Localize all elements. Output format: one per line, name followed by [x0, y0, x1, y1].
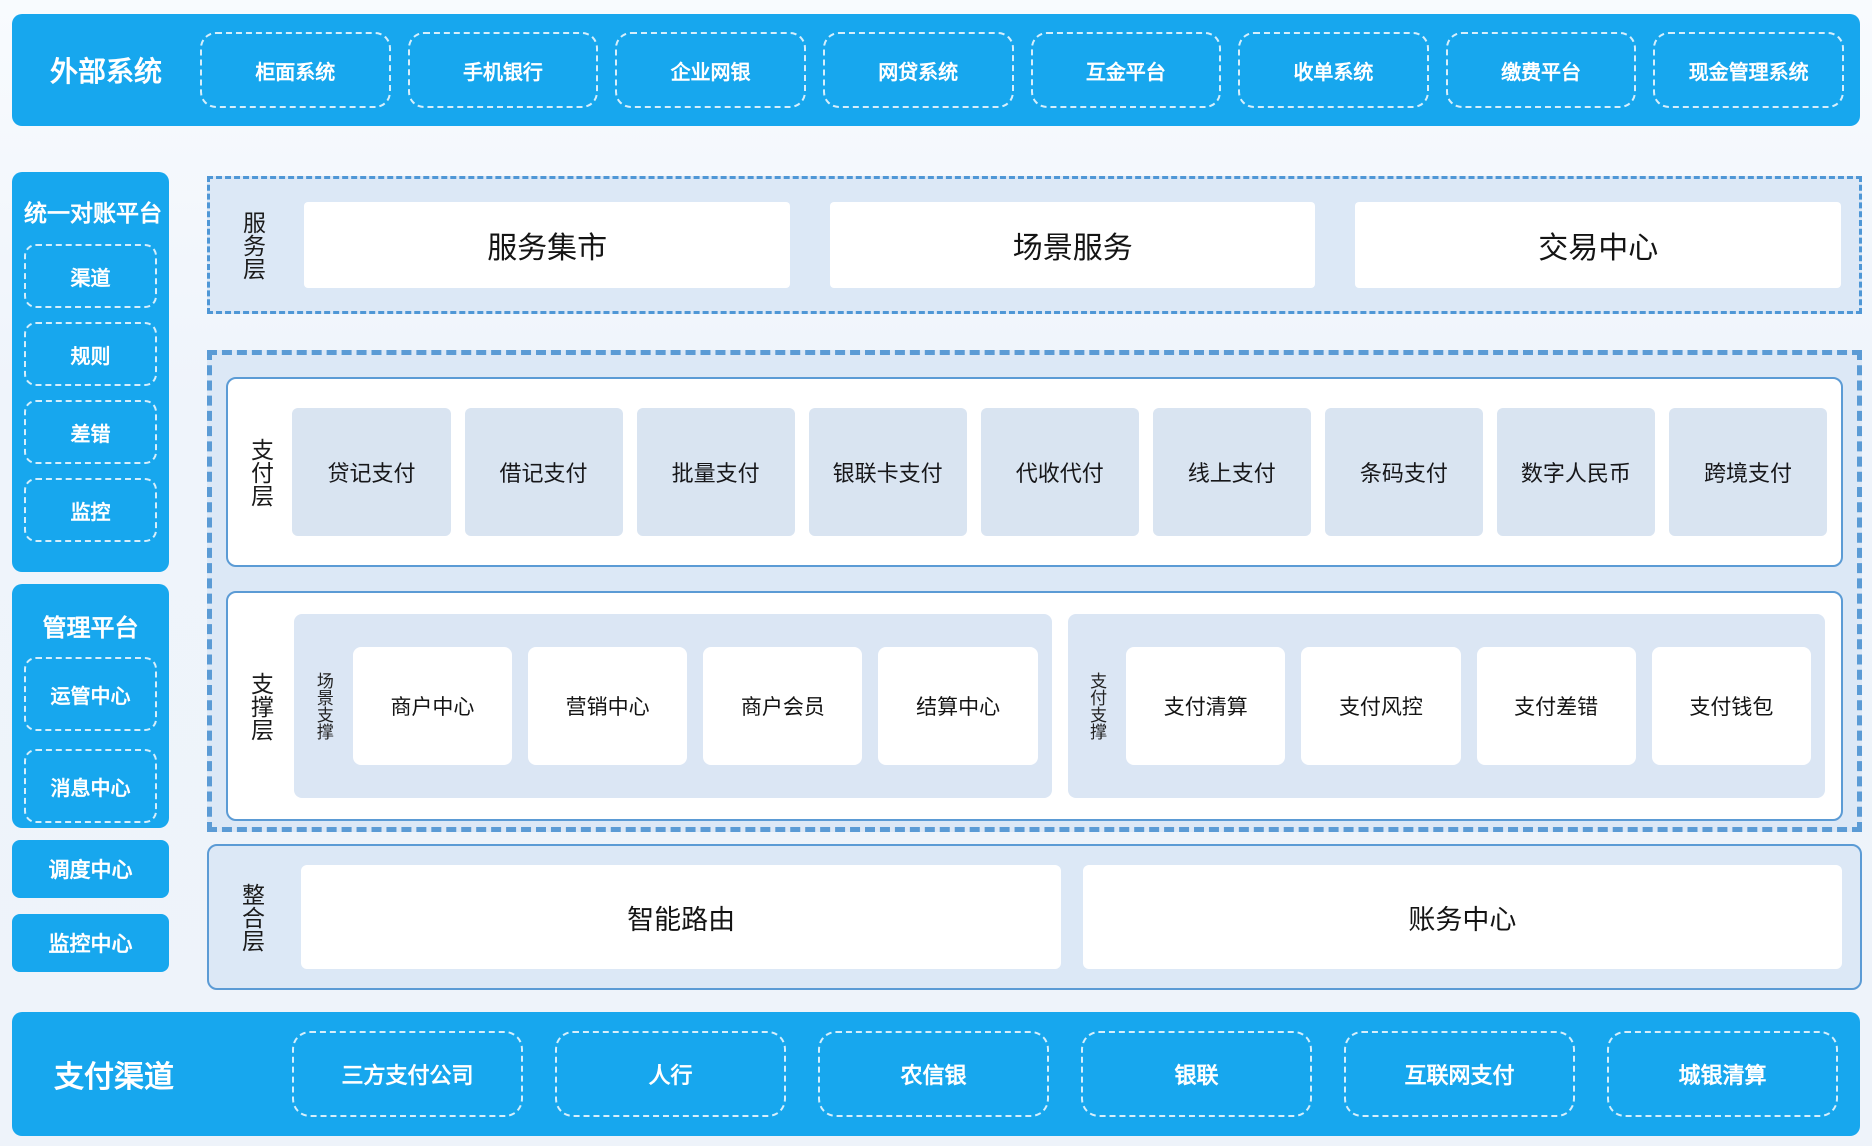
- external-system-item: 网贷系统: [822, 32, 1014, 108]
- management-items: 运管中心消息中心: [24, 657, 157, 823]
- payment-layer-items: 贷记支付借记支付批量支付银联卡支付代收代付线上支付条码支付数字人民币跨境支付: [292, 408, 1827, 536]
- payment-channel-item: 银联: [1081, 1031, 1312, 1117]
- integration-layer-label: 整合层: [237, 882, 264, 952]
- payment-support-item: 支付风控: [1301, 647, 1461, 765]
- dispatch-center-block: 调度中心: [12, 840, 169, 898]
- external-system-item: 互金平台: [1030, 32, 1222, 108]
- reconciliation-items: 渠道规则差错监控: [24, 244, 157, 542]
- external-system-item: 缴费平台: [1445, 32, 1637, 108]
- payment-support-item: 支付钱包: [1651, 647, 1811, 765]
- management-item: 消息中心: [24, 749, 157, 823]
- management-platform-block: 管理平台 运管中心消息中心: [12, 584, 169, 828]
- integration-layer-items: 智能路由账务中心: [301, 865, 1842, 969]
- core-container: 支付层 贷记支付借记支付批量支付银联卡支付代收代付线上支付条码支付数字人民币跨境…: [207, 350, 1862, 832]
- scene-support-item: 商户会员: [703, 647, 863, 765]
- payment-support-item: 支付差错: [1476, 647, 1636, 765]
- payment-layer-item: 条码支付: [1324, 408, 1483, 536]
- payment-channels-title: 支付渠道: [54, 1060, 174, 1095]
- external-systems-bar: 外部系统 柜面系统手机银行企业网银网贷系统互金平台收单系统缴费平台现金管理系统: [12, 14, 1860, 126]
- external-system-item: 收单系统: [1238, 32, 1429, 108]
- payment-channels-list: 三方支付公司人行农信银银联互联网支付城银清算: [292, 1031, 1838, 1117]
- payment-support-label: 支付支撑: [1086, 672, 1107, 740]
- support-layer-label: 支撑层: [246, 671, 273, 741]
- monitor-center-block: 监控中心: [12, 914, 169, 972]
- sidebar: 统一对账平台 渠道规则差错监控 管理平台 运管中心消息中心 调度中心 监控中心: [12, 172, 169, 972]
- external-systems-title: 外部系统: [50, 55, 163, 88]
- reconciliation-platform-block: 统一对账平台 渠道规则差错监控: [12, 172, 169, 572]
- payment-layer-item: 数字人民币: [1496, 408, 1655, 536]
- scene-support-items: 商户中心营销中心商户会员结算中心: [352, 647, 1038, 765]
- external-system-item: 企业网银: [615, 32, 806, 108]
- payment-layer-item: 贷记支付: [292, 408, 451, 536]
- payment-layer-item: 批量支付: [636, 408, 795, 536]
- external-system-item: 柜面系统: [200, 32, 391, 108]
- reconciliation-platform-title: 统一对账平台: [24, 201, 162, 227]
- payment-channel-item: 城银清算: [1607, 1031, 1838, 1117]
- scene-support-item: 结算中心: [878, 647, 1038, 765]
- service-layer-item: 交易中心: [1355, 202, 1841, 288]
- service-layer-item: 场景服务: [829, 202, 1316, 288]
- integration-layer-item: 智能路由: [301, 865, 1061, 969]
- external-system-item: 手机银行: [407, 32, 599, 108]
- payment-channel-item: 三方支付公司: [292, 1031, 523, 1117]
- reconciliation-item: 监控: [24, 478, 157, 542]
- reconciliation-item: 规则: [24, 322, 157, 386]
- payment-layer-item: 借记支付: [464, 408, 623, 536]
- integration-layer-item: 账务中心: [1082, 865, 1842, 969]
- scene-support-item: 营销中心: [528, 647, 688, 765]
- external-system-item: 现金管理系统: [1653, 32, 1844, 108]
- management-platform-title: 管理平台: [42, 614, 139, 642]
- support-layer: 支撑层 场景支撑 商户中心营销中心商户会员结算中心 支付支撑 支付清算支付风控支…: [226, 591, 1843, 821]
- payment-support-item: 支付清算: [1126, 647, 1286, 765]
- external-systems-list: 柜面系统手机银行企业网银网贷系统互金平台收单系统缴费平台现金管理系统: [200, 32, 1844, 108]
- service-layer: 服务层 服务集市场景服务交易中心: [207, 176, 1862, 314]
- payment-layer-label: 支付层: [246, 437, 273, 507]
- payment-layer-item: 线上支付: [1152, 408, 1311, 536]
- payment-channel-item: 互联网支付: [1344, 1031, 1575, 1117]
- payment-channel-item: 农信银: [818, 1031, 1049, 1117]
- management-item: 运管中心: [24, 657, 157, 731]
- reconciliation-item: 差错: [24, 400, 157, 464]
- main-layers: 服务层 服务集市场景服务交易中心 支付层 贷记支付借记支付批量支付银联卡支付代收…: [207, 176, 1862, 990]
- service-layer-label: 服务层: [238, 210, 265, 280]
- integration-layer: 整合层 智能路由账务中心: [207, 844, 1862, 990]
- payment-layer-item: 跨境支付: [1668, 408, 1827, 536]
- scene-support-group: 场景支撑 商户中心营销中心商户会员结算中心: [294, 614, 1052, 798]
- payment-support-items: 支付清算支付风控支付差错支付钱包: [1126, 647, 1811, 765]
- payment-layer-item: 银联卡支付: [808, 408, 967, 536]
- service-layer-item: 服务集市: [304, 202, 790, 288]
- scene-support-item: 商户中心: [352, 647, 513, 765]
- service-layer-items: 服务集市场景服务交易中心: [304, 202, 1841, 288]
- payment-channel-item: 人行: [555, 1031, 786, 1117]
- payment-layer-item: 代收代付: [980, 408, 1139, 536]
- scene-support-label: 场景支撑: [312, 672, 333, 740]
- payment-channels-bar: 支付渠道 三方支付公司人行农信银银联互联网支付城银清算: [12, 1012, 1860, 1136]
- reconciliation-item: 渠道: [24, 244, 157, 308]
- payment-support-group: 支付支撑 支付清算支付风控支付差错支付钱包: [1067, 614, 1825, 798]
- payment-layer: 支付层 贷记支付借记支付批量支付银联卡支付代收代付线上支付条码支付数字人民币跨境…: [226, 377, 1843, 567]
